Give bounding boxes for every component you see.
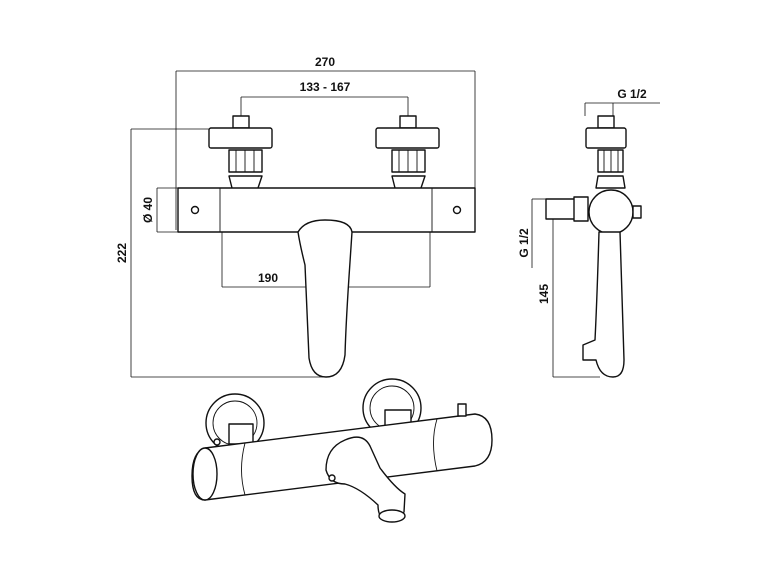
dim-thread-outlet: G 1/2 <box>517 198 546 268</box>
perspective-view <box>191 378 493 523</box>
spout-3d <box>325 436 406 523</box>
left-inlet-connector <box>208 115 273 193</box>
side-body <box>588 189 642 235</box>
spout-front <box>297 219 353 378</box>
dim-spout-drop: 145 <box>537 210 600 378</box>
dim-label-145: 145 <box>537 284 551 304</box>
dim-thread-top: G 1/2 <box>584 87 660 116</box>
dim-label-270: 270 <box>315 55 335 69</box>
side-outlet-pipe <box>545 196 589 222</box>
dim-label-inlet-spacing: 133 - 167 <box>300 80 351 94</box>
dim-label-thread-outlet: G 1/2 <box>517 228 531 258</box>
dim-inlet-spacing: 133 - 167 <box>240 80 409 116</box>
dim-body-diameter: Ø 40 <box>141 187 178 233</box>
right-inlet-connector <box>375 115 440 193</box>
dim-label-thread-top: G 1/2 <box>617 87 647 101</box>
dim-label-190: 190 <box>258 271 278 285</box>
left-wall-flange <box>205 393 265 453</box>
dim-overall-height: 222 <box>115 128 325 378</box>
side-inlet <box>585 115 627 189</box>
dim-overall-width: 270 <box>175 55 476 230</box>
dim-label-diameter: Ø 40 <box>141 197 155 223</box>
side-spout <box>582 231 625 378</box>
side-view: G 1/2 G 1/2 145 <box>517 87 660 378</box>
right-handle-dot <box>452 205 462 215</box>
dim-label-222: 222 <box>115 243 129 263</box>
front-view: 270 133 - 167 222 Ø 40 <box>115 55 476 378</box>
left-handle-dot <box>190 205 200 215</box>
